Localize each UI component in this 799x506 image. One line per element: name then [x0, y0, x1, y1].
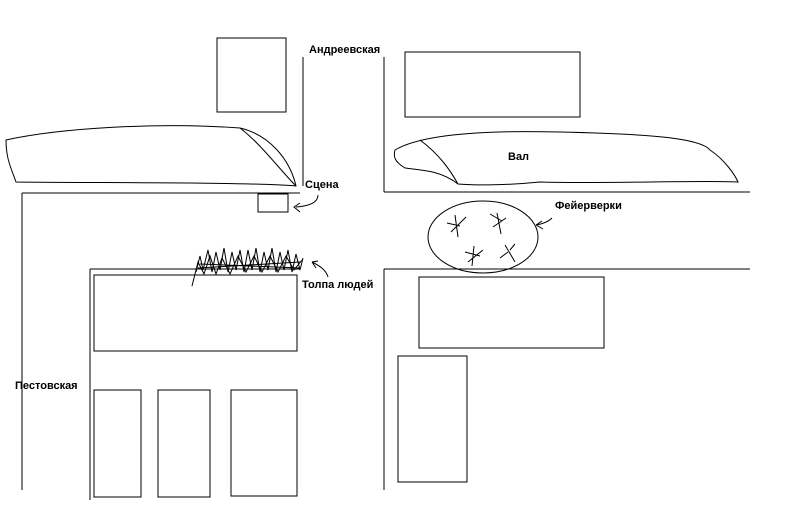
buildings [93, 37, 605, 498]
street-label-andreevskaya: Андреевская [309, 44, 381, 56]
map-stroke [464, 245, 484, 267]
fireworks-label: Фейерверки [555, 200, 622, 212]
val-label: Вал [508, 151, 530, 163]
building [397, 355, 468, 483]
fireworks-area [427, 200, 539, 274]
val-embankment-left [5, 125, 297, 187]
map-stroke [489, 212, 507, 235]
street-lines [21, 57, 750, 500]
map-stroke [446, 214, 467, 238]
map-stroke [197, 261, 301, 269]
building [157, 389, 211, 498]
stage-arrow [293, 194, 319, 213]
building [216, 37, 287, 113]
crowd-scribble [191, 247, 304, 287]
map-stroke [195, 247, 304, 273]
crowd-arrow [311, 260, 329, 278]
building [93, 389, 142, 498]
building [93, 274, 298, 352]
arrows [293, 194, 553, 278]
building [404, 51, 581, 118]
stage-label: Сцена [305, 179, 339, 191]
map-stroke [499, 243, 516, 263]
fireworks-arrow [535, 217, 553, 230]
building [230, 389, 298, 497]
crowd-label: Толпа людей [302, 279, 374, 291]
stage-rect [257, 193, 289, 213]
street-label-pestovskaya: Пестовская [15, 380, 78, 392]
building [418, 276, 605, 349]
firework-icons [446, 212, 516, 267]
val-embankment-right [393, 131, 739, 186]
map-stroke [191, 254, 303, 287]
